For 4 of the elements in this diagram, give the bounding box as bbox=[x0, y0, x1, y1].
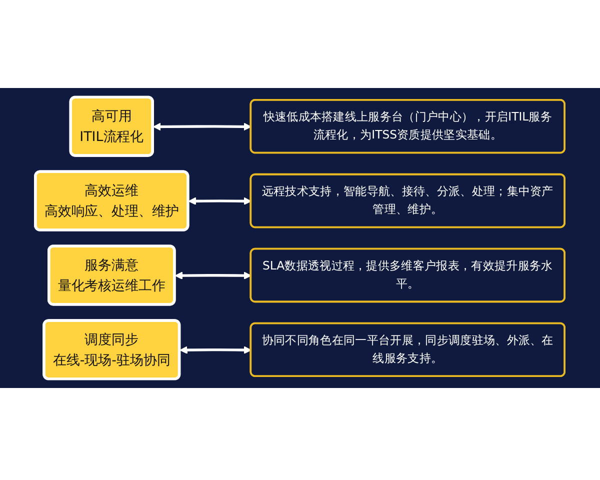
arrow bbox=[174, 272, 252, 280]
arrow bbox=[188, 197, 252, 206]
arrow bbox=[180, 346, 252, 354]
arrow bbox=[153, 122, 252, 131]
